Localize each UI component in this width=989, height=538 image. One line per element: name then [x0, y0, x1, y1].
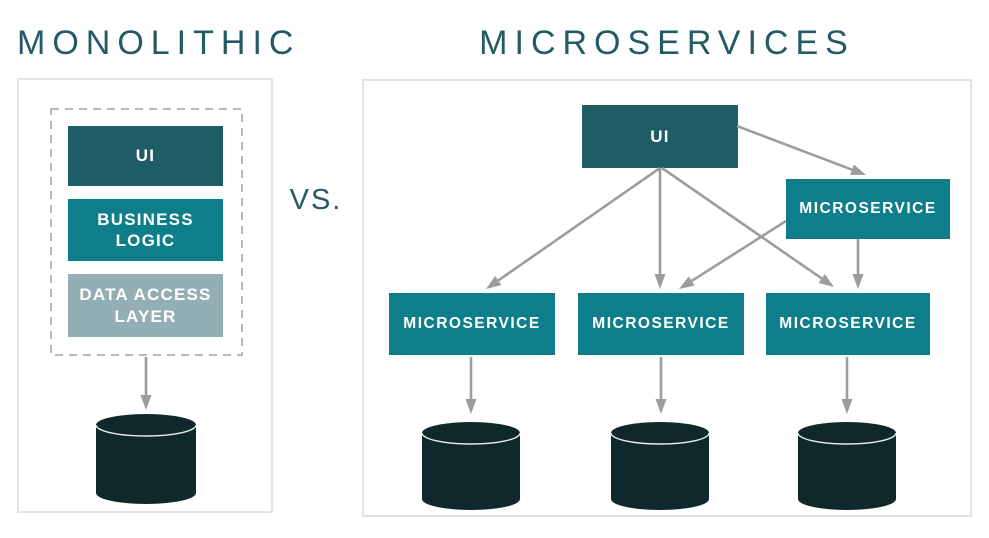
microservices-title: MICROSERVICES	[479, 24, 855, 62]
vs-label: VS.	[289, 184, 343, 216]
ui-layer-box: UI	[68, 126, 223, 186]
microservice-node-top-right: MICROSERVICE	[786, 179, 950, 239]
data-access-layer-box: DATA ACCESS LAYER	[68, 274, 223, 337]
microservice-node-2: MICROSERVICE	[578, 293, 744, 355]
monolithic-title: MONOLITHIC	[17, 24, 301, 62]
microservice-node-1: MICROSERVICE	[389, 293, 555, 355]
business-logic-layer-box: BUSINESS LOGIC	[68, 199, 223, 261]
ui-node-box: UI	[582, 105, 738, 168]
microservice-node-3: MICROSERVICE	[766, 293, 930, 355]
